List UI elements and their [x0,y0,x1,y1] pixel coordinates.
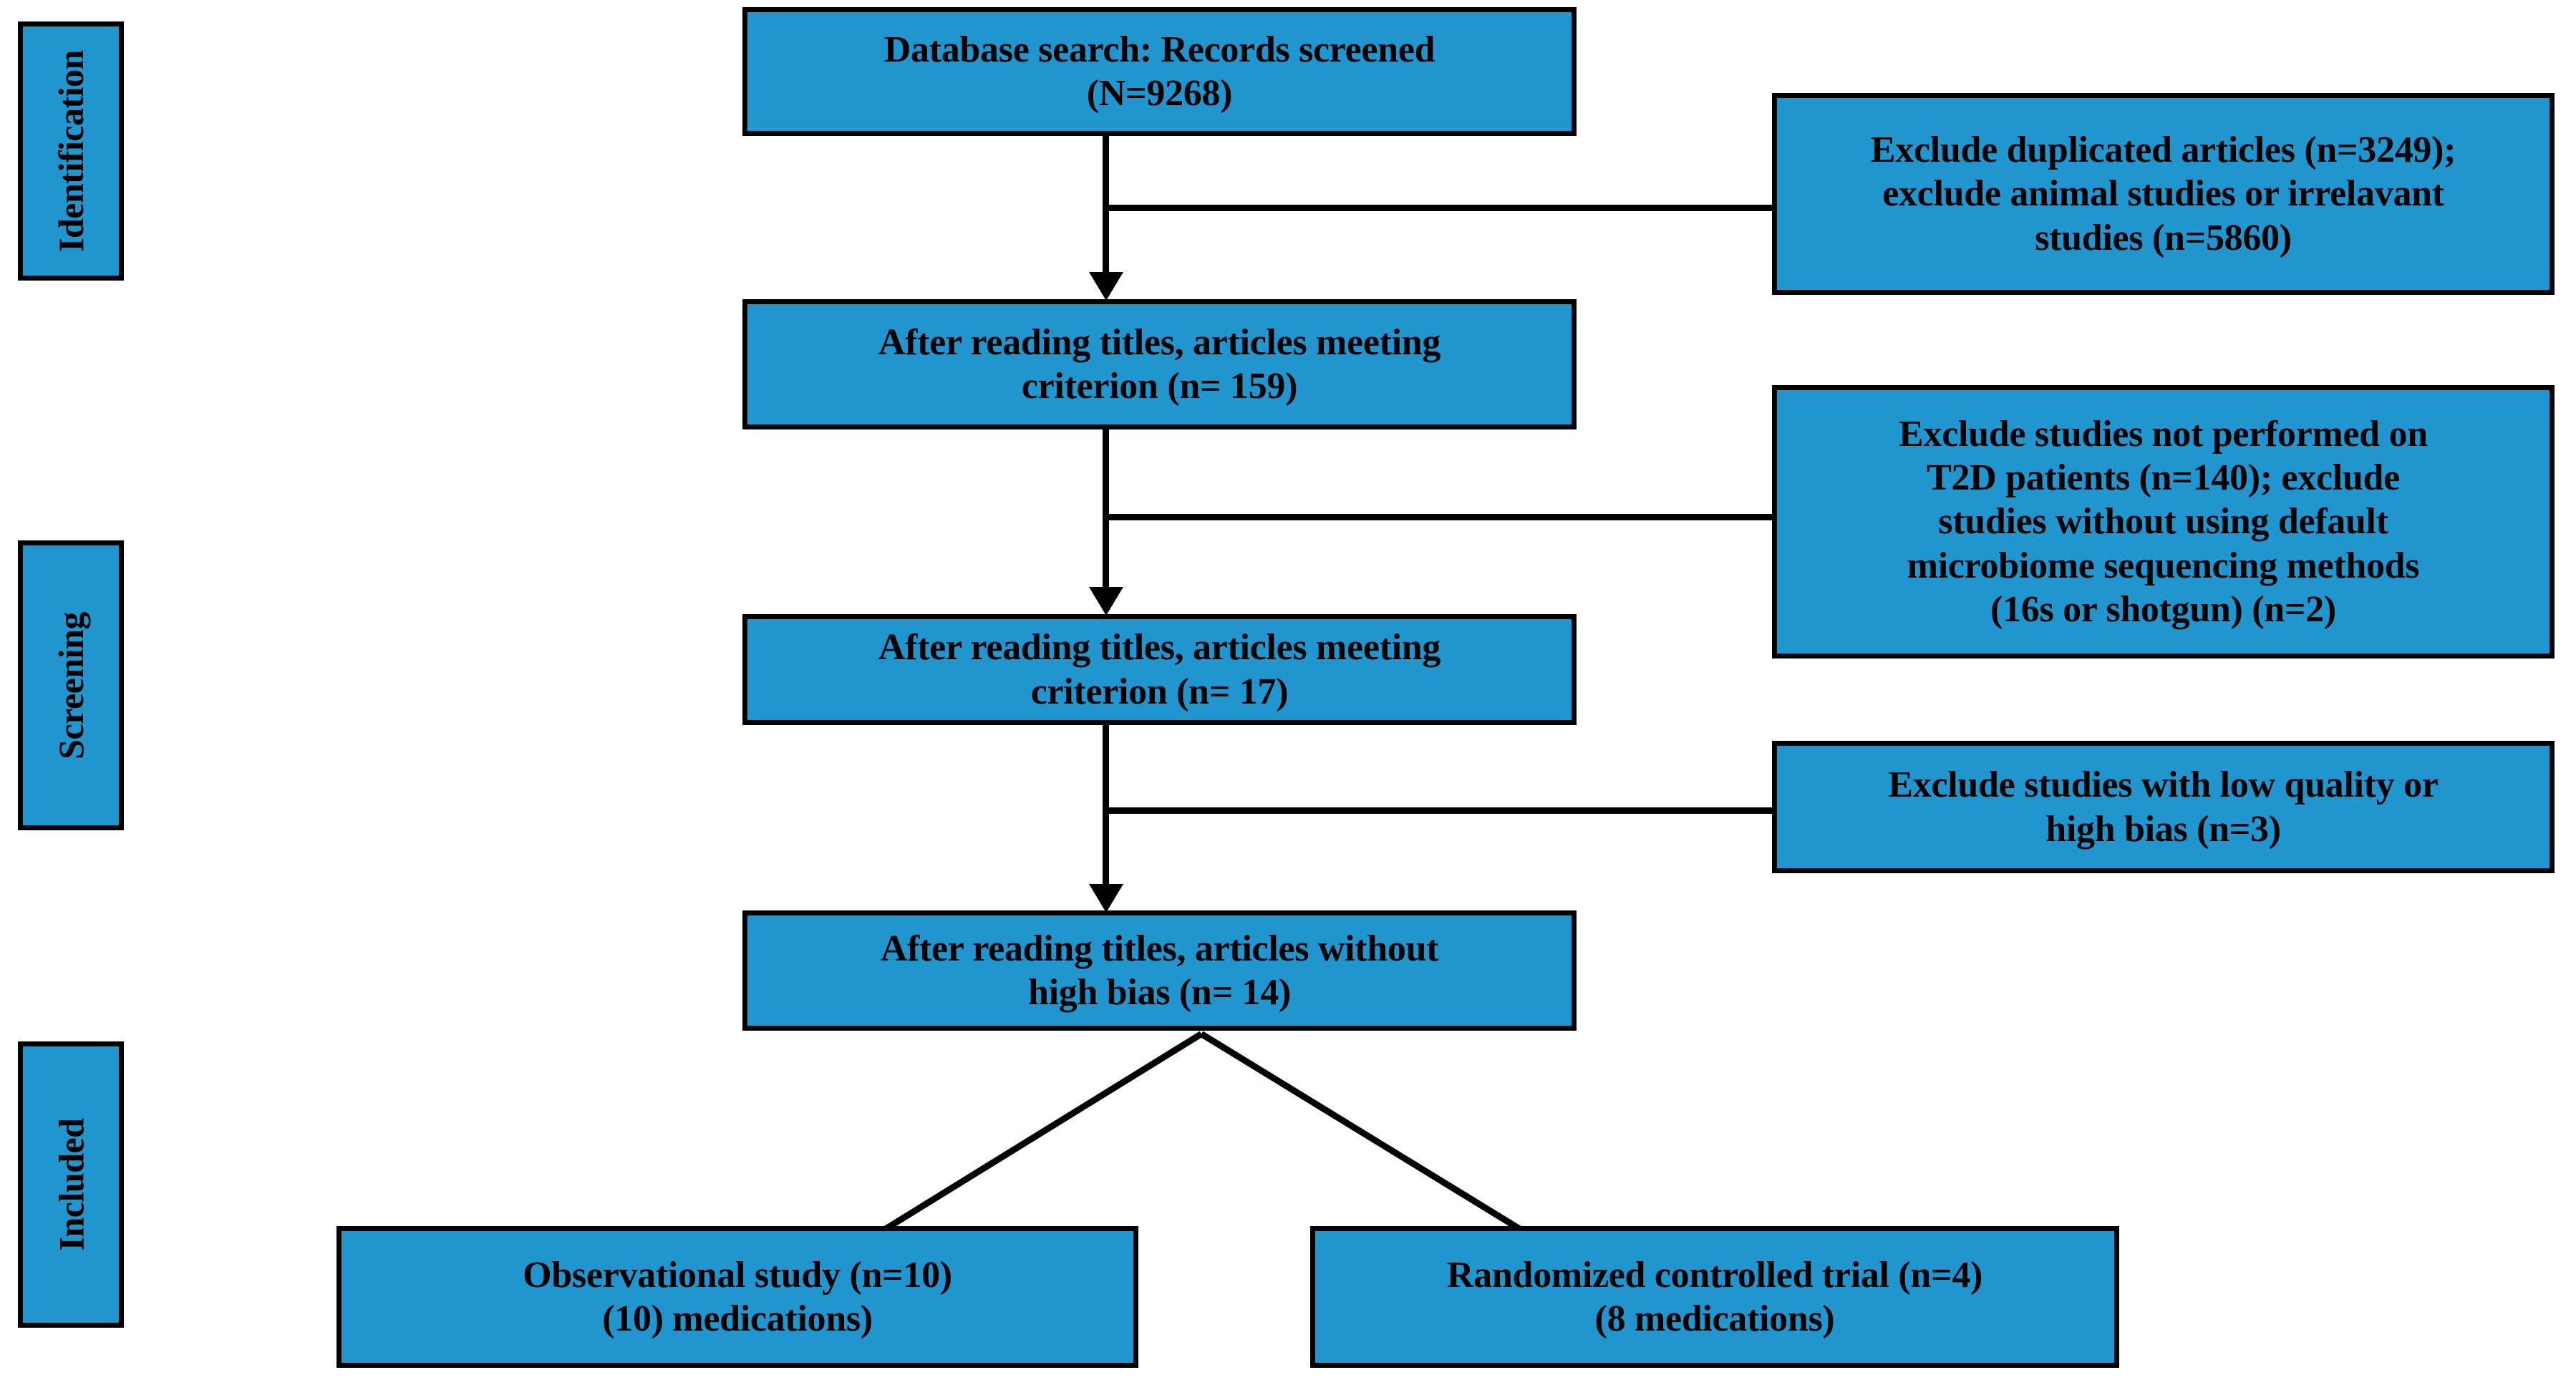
connector-hline-exclusion-1 [1103,205,2101,211]
connector-hline-exclusion-2 [1103,514,2101,520]
flow-box-after-titles-14: After reading titles, articles without h… [742,910,1577,1031]
exclusion-box-not-t2d-text: Exclude studies not performed on T2D pat… [1899,413,2428,631]
stage-label-screening-text: Screening [51,611,91,759]
outcome-box-randomized-controlled-trial: Randomized controlled trial (n=4) (8 med… [1310,1226,2119,1368]
connector-arrowhead-down-1 [1089,272,1123,301]
exclusion-box-low-quality: Exclude studies with low quality or high… [1772,741,2555,873]
flow-box-records-screened: Database search: Records screened (N=926… [742,7,1577,136]
flow-box-records-screened-text: Database search: Records screened (N=926… [883,29,1435,114]
connector-arrowhead-down-2 [1089,587,1123,616]
flow-box-after-titles-159: After reading titles, articles meeting c… [742,299,1577,429]
stage-label-screening: Screening [18,540,124,830]
outcome-box-observational-study: Observational study (n=10) (10) medicati… [336,1226,1138,1368]
flow-box-after-titles-14-text: After reading titles, articles without h… [880,928,1439,1013]
stage-label-included-text: Included [51,1118,91,1251]
connector-vline-2 [1103,429,1109,594]
exclusion-box-duplicates-text: Exclude duplicated articles (n=3249); ex… [1870,129,2456,258]
stage-label-identification: Identification [18,21,124,281]
outcome-box-randomized-controlled-trial-text: Randomized controlled trial (n=4) (8 med… [1446,1254,1983,1339]
outcome-box-observational-study-text: Observational study (n=10) (10) medicati… [523,1254,952,1339]
exclusion-box-duplicates: Exclude duplicated articles (n=3249); ex… [1772,93,2555,295]
connector-vline-3 [1103,723,1109,891]
stage-label-included: Included [18,1041,124,1328]
flow-box-after-titles-17-text: After reading titles, articles meeting c… [878,627,1441,712]
connector-hline-exclusion-3 [1103,807,2101,814]
exclusion-box-low-quality-text: Exclude studies with low quality or high… [1888,764,2439,850]
connector-arrowhead-down-3 [1089,884,1123,913]
flow-box-after-titles-159-text: After reading titles, articles meeting c… [878,321,1441,407]
exclusion-box-not-t2d: Exclude studies not performed on T2D pat… [1772,385,2555,659]
flow-box-after-titles-17: After reading titles, articles meeting c… [742,614,1577,725]
stage-label-identification-text: Identification [51,50,91,252]
